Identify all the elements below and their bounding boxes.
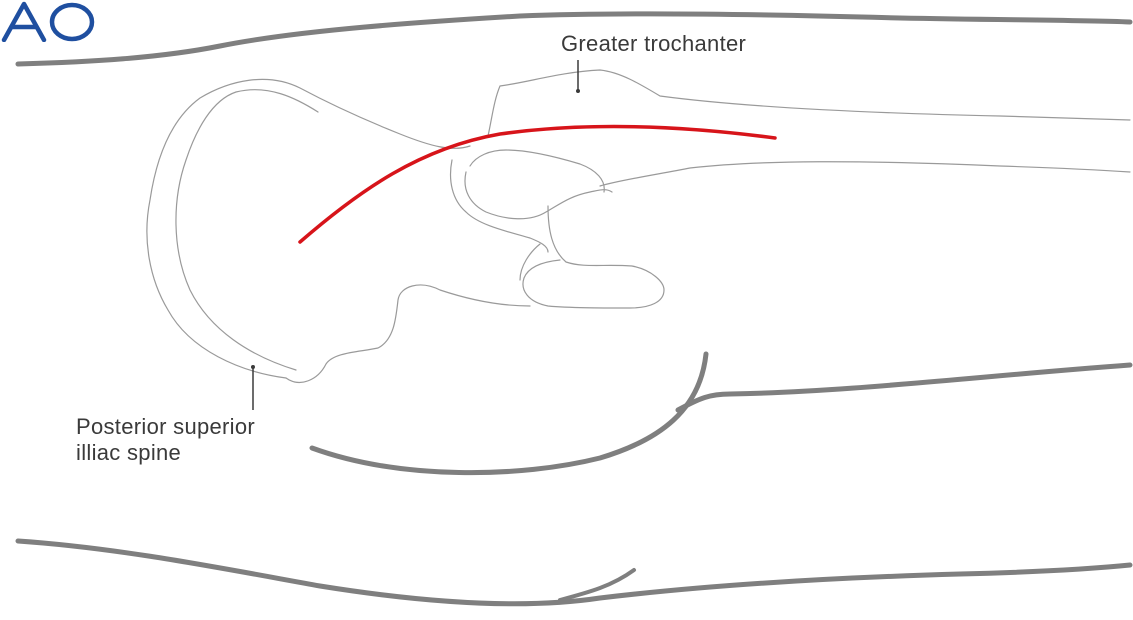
buttock-contour bbox=[312, 354, 706, 473]
acetabulum-outline bbox=[465, 172, 612, 219]
psis-label-line2: illiac spine bbox=[76, 440, 255, 466]
ilium-lower-edge bbox=[286, 285, 530, 382]
greater-trochanter-label: Greater trochanter bbox=[561, 31, 746, 57]
thigh-contour-upper bbox=[678, 365, 1130, 410]
psis-label: Posterior superior illiac spine bbox=[76, 414, 255, 466]
femur-lower-border bbox=[600, 162, 1130, 186]
lesser-trochanter-outline bbox=[523, 206, 664, 308]
incision-line bbox=[300, 126, 775, 242]
greater-trochanter-marker bbox=[576, 89, 580, 93]
ilium-outline bbox=[147, 79, 470, 378]
ilium-inner-edge bbox=[176, 90, 318, 370]
psis-marker bbox=[251, 365, 255, 369]
psis-label-line1: Posterior superior bbox=[76, 414, 255, 440]
ischium-outline bbox=[520, 244, 540, 280]
femoral-head-outline bbox=[470, 150, 604, 192]
ao-logo bbox=[0, 0, 98, 42]
